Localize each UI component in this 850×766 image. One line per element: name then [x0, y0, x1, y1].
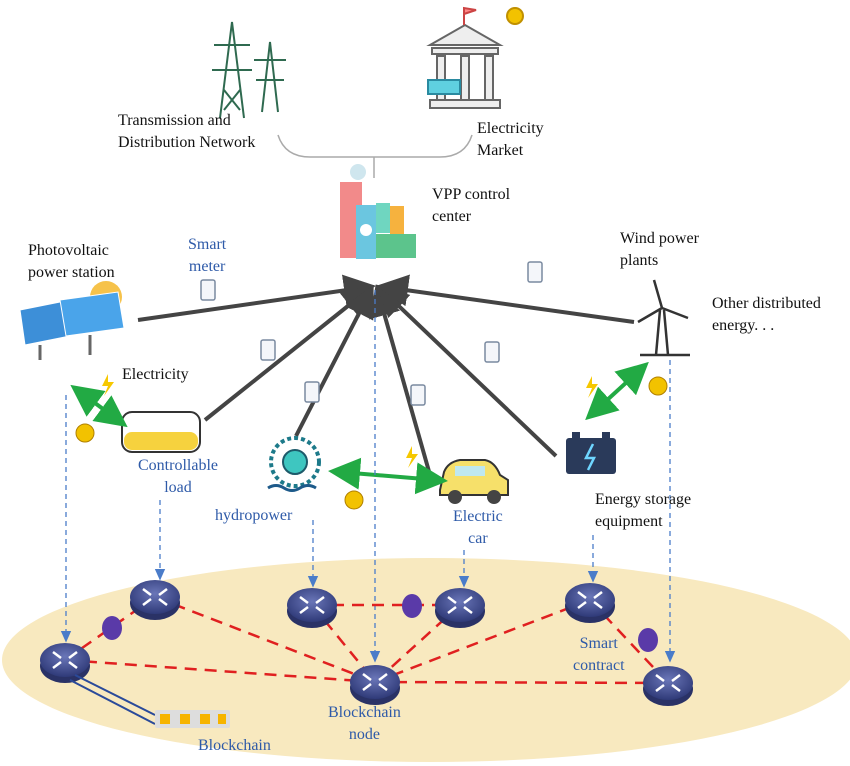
electricity-market-icon — [426, 6, 524, 109]
router-nodes — [40, 580, 693, 706]
photovoltaic-panel-icon — [19, 281, 125, 360]
data-links — [60, 290, 676, 663]
router-node-icon — [350, 665, 400, 705]
hydropower-icon — [267, 436, 321, 492]
payment-dollar-icons — [75, 376, 668, 510]
electricity-bolt-icons — [102, 374, 598, 468]
smart-meter-icon — [304, 381, 320, 403]
energy-storage-icon — [566, 432, 616, 474]
smart-meter-icon — [260, 339, 276, 361]
smart-meter-icon — [200, 279, 216, 301]
bolt-icon — [406, 446, 418, 468]
bolt-icon — [586, 376, 598, 398]
router-node-icon — [565, 583, 615, 623]
power-flow-arrows — [137, 274, 635, 483]
bracket-connector — [277, 134, 473, 178]
energy-trade-arrows — [70, 361, 649, 495]
electric-car-icon — [439, 459, 509, 504]
vpp-control-center-icon — [340, 164, 416, 259]
router-node-icon — [40, 643, 90, 683]
controllable-load-icon — [121, 411, 201, 453]
wind-turbine-icon — [637, 279, 690, 357]
smart-meter-icon — [484, 341, 500, 363]
dollar-icon — [75, 423, 95, 443]
router-node-icon — [287, 588, 337, 628]
router-node-icon — [643, 666, 693, 706]
smart-contract-icon — [102, 616, 122, 640]
electricity-label: Electricity — [122, 366, 189, 383]
bolt-icon — [102, 374, 114, 396]
dollar-icon — [344, 490, 364, 510]
hydro-label: hydropower — [215, 507, 293, 524]
smart-meter-icon — [410, 384, 426, 406]
transmission-tower-icon — [212, 21, 286, 119]
smart-contract-icon — [402, 594, 422, 618]
smart-contract-icon — [638, 628, 658, 652]
dollar-icon — [648, 376, 668, 396]
smart-meter-icon — [527, 261, 543, 283]
blockchain-network-area — [2, 558, 850, 762]
blockchain-chain-icon — [69, 674, 230, 728]
router-node-icon — [130, 580, 180, 620]
smart-contract-icons — [102, 594, 658, 652]
smart-meter-icons — [200, 261, 543, 406]
blockchain-label: Blockchain — [198, 737, 271, 754]
router-node-icon — [435, 588, 485, 628]
